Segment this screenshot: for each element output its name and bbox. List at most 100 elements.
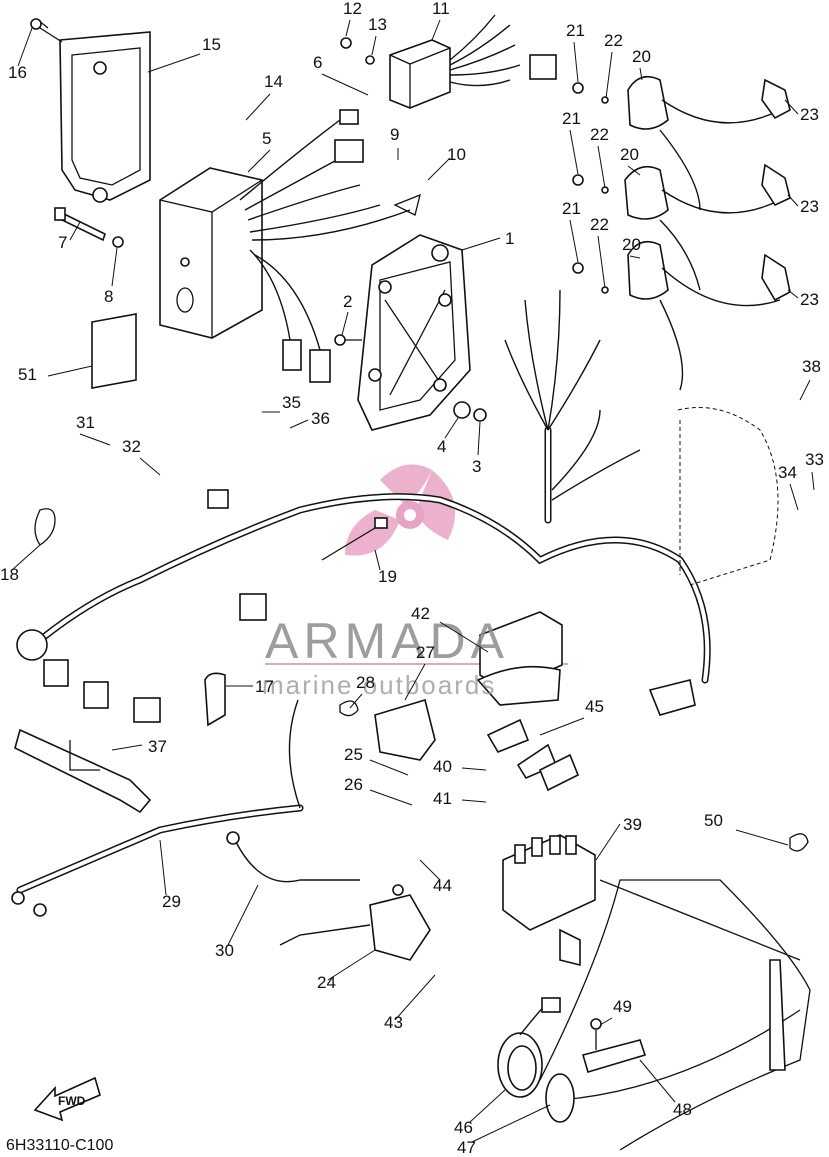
- callout-number: 51: [18, 365, 37, 384]
- fwd-label: FWD: [58, 1094, 86, 1108]
- callout-leader: [627, 165, 641, 176]
- callout-leader: [444, 417, 459, 439]
- callout-number: 17: [255, 677, 274, 696]
- part-11-box: [340, 14, 557, 109]
- callout-leader: [573, 41, 579, 83]
- part-29-battery-cable: [11, 699, 304, 917]
- callout-leader: [469, 1089, 506, 1123]
- callout-number: 25: [344, 745, 363, 764]
- callout-number: 42: [411, 604, 430, 623]
- callout-leader: [789, 483, 799, 511]
- part-1-bracket: [334, 234, 487, 431]
- callout-leader: [461, 237, 501, 251]
- callout-number: 27: [416, 643, 435, 662]
- callout-number: 22: [590, 215, 609, 234]
- callout-number: 48: [673, 1100, 692, 1119]
- callout-leader: [139, 457, 161, 476]
- main-harness: [16, 289, 711, 723]
- callout-leader: [787, 194, 799, 207]
- callout-leader: [69, 221, 81, 241]
- callout-number: 21: [562, 199, 581, 218]
- callout-leader: [289, 419, 309, 429]
- callout-number: 26: [344, 775, 363, 794]
- callout-number: 8: [104, 287, 113, 306]
- callout-number: 32: [122, 437, 141, 456]
- callout-leader: [605, 51, 613, 99]
- ignition-coils: [572, 75, 791, 391]
- callout-leader: [111, 744, 143, 751]
- callout-number: 22: [590, 125, 609, 144]
- callout-number: 30: [215, 941, 234, 960]
- callout-number: 20: [622, 235, 641, 254]
- callout-leader: [247, 149, 271, 173]
- callout-leader: [11, 544, 41, 571]
- callout-number: 4: [437, 437, 446, 456]
- callout-leader: [639, 67, 643, 81]
- callout-leader: [597, 235, 606, 289]
- callout-leader: [599, 1017, 613, 1026]
- part-17-clamp: [204, 672, 226, 727]
- callout-number: 33: [805, 450, 824, 469]
- watermark-logo: [265, 464, 568, 665]
- callout-leader: [477, 421, 481, 456]
- callout-number: 16: [8, 63, 27, 82]
- callout-leader: [569, 129, 579, 175]
- callout-number: 43: [384, 1013, 403, 1032]
- callout-number: 9: [390, 125, 399, 144]
- callout-leader: [431, 19, 441, 41]
- callout-leader: [629, 255, 641, 259]
- callout-number: 22: [604, 31, 623, 50]
- part-15-cover: [30, 18, 151, 203]
- part-51-label: [91, 313, 137, 389]
- part-5-cdi-unit: [159, 167, 263, 339]
- part-37-cable-clip: [14, 728, 152, 814]
- callout-leader: [345, 19, 351, 37]
- callout-number: 36: [311, 409, 330, 428]
- callout-leader: [227, 884, 259, 946]
- callout-leader: [349, 693, 363, 709]
- callout-leader: [394, 974, 436, 1021]
- callout-leader: [369, 759, 409, 776]
- callout-number: 20: [632, 47, 651, 66]
- part-42-cover: [476, 611, 563, 706]
- callout-leader: [327, 949, 376, 981]
- callout-leader: [111, 247, 118, 287]
- callout-number: 45: [585, 697, 604, 716]
- callout-leader: [787, 289, 799, 299]
- callout-number: 2: [343, 292, 352, 311]
- part-39-fuse-block: [502, 834, 596, 967]
- watermark-tagline: marine outboards: [262, 670, 496, 700]
- callout-number: 31: [76, 413, 95, 432]
- callout-number: 7: [58, 233, 67, 252]
- callout-number: 23: [800, 290, 819, 309]
- callout-number: 19: [378, 567, 397, 586]
- part-46-meter: [497, 997, 575, 1123]
- callout-leader: [595, 823, 621, 861]
- callout-leader: [17, 27, 33, 67]
- callout-leader: [79, 433, 111, 446]
- callout-number: 47: [457, 1138, 476, 1157]
- callout-number: 23: [800, 105, 819, 124]
- assembly-guides: [677, 407, 779, 586]
- callout-leader: [419, 859, 441, 881]
- callout-leader: [784, 99, 799, 115]
- callout-number: 11: [432, 0, 450, 18]
- callout-leader: [371, 35, 377, 56]
- callout-leader: [159, 839, 167, 896]
- drawing-code: 6H33110-C100: [6, 1137, 113, 1154]
- part-30-cable: [226, 831, 360, 883]
- part-7-bolt: [54, 207, 124, 248]
- callout-leader: [471, 1104, 551, 1143]
- callout-number: 41: [433, 789, 452, 808]
- callout-leader: [569, 219, 579, 263]
- callout-leader: [147, 53, 201, 73]
- callout-number: 37: [148, 737, 167, 756]
- callout-number: 23: [800, 197, 819, 216]
- callout-number: 10: [447, 145, 466, 164]
- callout-leader: [341, 311, 349, 336]
- part-27-cap: [339, 698, 436, 761]
- callout-leader: [639, 1059, 676, 1103]
- callout-leader: [369, 789, 413, 806]
